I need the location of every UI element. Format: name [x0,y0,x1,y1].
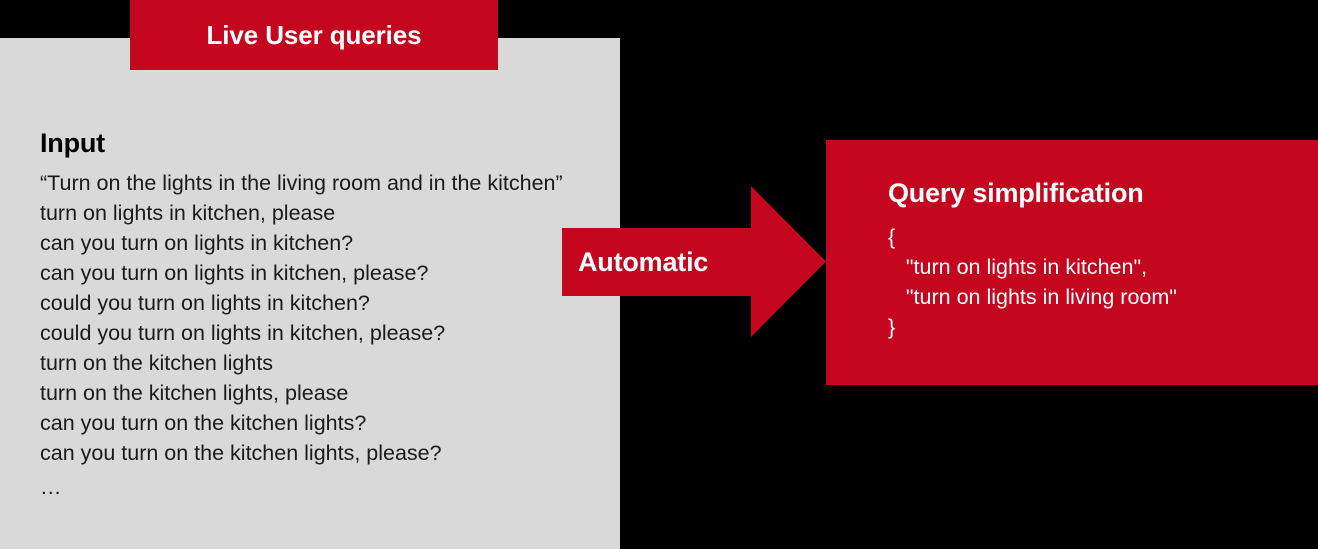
input-query-continuation: … [40,475,63,499]
input-query-line: could you turn on lights in kitchen, ple… [40,321,446,345]
input-query-line: turn on the kitchen lights [40,351,274,375]
input-panel: Input “Turn on the lights in the living … [0,38,620,549]
output-query-list: { "turn on lights in kitchen", "turn on … [888,222,1308,342]
output-query-line: "turn on lights in living room" [888,285,1177,309]
input-query-line: turn on the kitchen lights, please [40,381,349,405]
automatic-label: Automatic [578,246,709,277]
input-heading: Input [40,128,105,158]
live-user-queries-label: Live User queries [206,19,422,50]
output-heading: Query simplification [888,178,1144,208]
input-query-line: “Turn on the lights in the living room a… [40,171,563,195]
output-query-line: { [888,225,896,249]
output-query-line: } [888,315,896,339]
input-query-list: “Turn on the lights in the living room a… [40,168,580,502]
right-arrow-icon [562,186,826,337]
input-query-line: can you turn on lights in kitchen, pleas… [40,261,429,285]
live-user-queries-banner: Live User queries [130,0,498,70]
input-query-line: can you turn on lights in kitchen? [40,231,354,255]
input-query-line: turn on lights in kitchen, please [40,201,336,225]
input-query-line: can you turn on the kitchen lights, plea… [40,441,442,465]
input-query-line: could you turn on lights in kitchen? [40,291,370,315]
automatic-arrow: Automatic [562,186,826,337]
output-panel: Query simplification { "turn on lights i… [826,140,1318,385]
output-query-line: "turn on lights in kitchen", [888,255,1148,279]
input-query-line: can you turn on the kitchen lights? [40,411,367,435]
